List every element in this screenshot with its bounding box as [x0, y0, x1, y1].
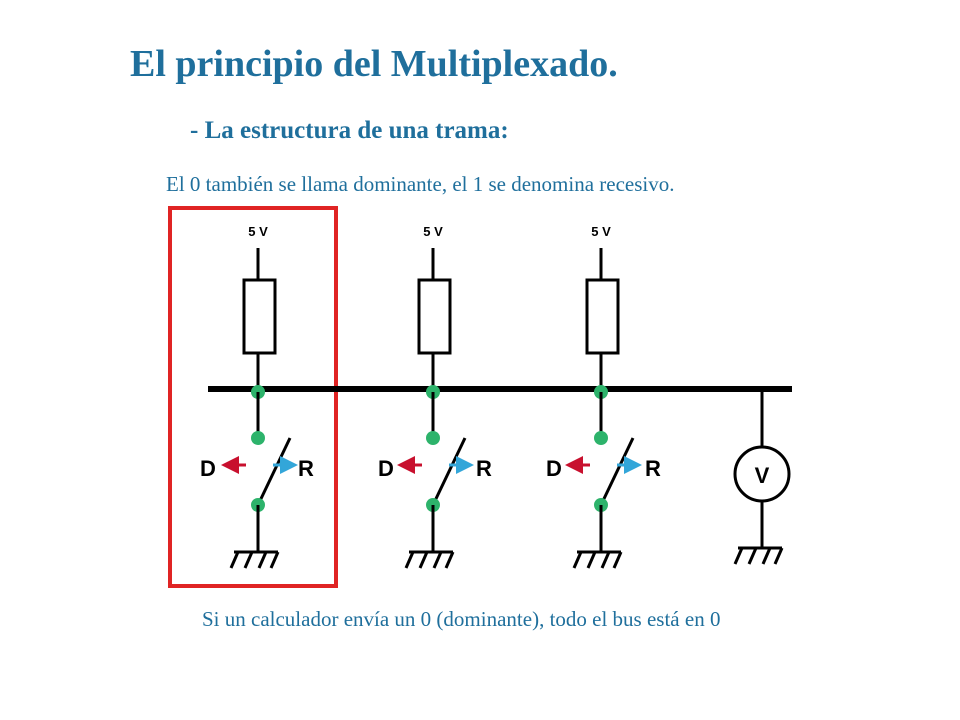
supply-label-1: 5 V: [248, 224, 268, 239]
recessive-label-2: R: [476, 456, 492, 481]
node-3: 5 V D R: [546, 224, 661, 569]
dominant-label-3: D: [546, 456, 562, 481]
section-subtitle: - La estructura de una trama:: [190, 117, 509, 144]
recessive-label-3: R: [645, 456, 661, 481]
supply-label-3: 5 V: [591, 224, 611, 239]
switch-3: [599, 437, 635, 506]
page-title: El principio del Multiplexado.: [130, 43, 618, 85]
voltmeter-label: V: [755, 463, 770, 488]
resistor-2: [417, 278, 452, 355]
resistor-3: [585, 278, 620, 355]
contact-top-3: [594, 431, 608, 445]
footer-note: Si un calculador envía un 0 (dominante),…: [202, 607, 721, 631]
dominant-label-2: D: [378, 456, 394, 481]
supply-label-2: 5 V: [423, 224, 443, 239]
contact-top-1: [251, 431, 265, 445]
intro-text: El 0 también se llama dominante, el 1 se…: [166, 172, 675, 196]
dominant-label-1: D: [200, 456, 216, 481]
contact-top-2: [426, 431, 440, 445]
voltmeter: V: [733, 389, 791, 565]
highlight-box: [168, 206, 338, 588]
resistor-1: [242, 278, 277, 355]
node-2: 5 V D R: [378, 224, 492, 569]
recessive-label-1: R: [298, 456, 314, 481]
node-1: 5 V D R: [200, 224, 314, 569]
switch-1: [256, 437, 292, 506]
switch-2: [431, 437, 467, 506]
